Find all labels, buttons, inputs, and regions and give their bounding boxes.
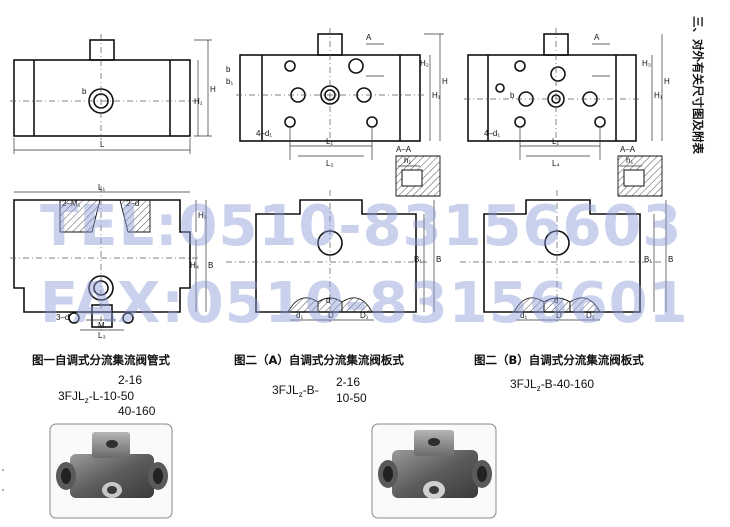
fig2-dim-D1: D₁ bbox=[360, 311, 369, 320]
fig1-top-view bbox=[10, 34, 212, 154]
svg-text:3FJLz-B-40-160: 3FJLz-B-40-160 bbox=[510, 377, 594, 393]
fig1-front-view bbox=[10, 186, 207, 331]
fig3-front-view bbox=[460, 190, 667, 322]
fig2-front-view bbox=[226, 190, 435, 322]
fig2-model-prefix: 3FJL bbox=[272, 383, 299, 397]
watermark-fax: FAX:0510-83156601 bbox=[40, 271, 689, 336]
fig2-dim-H: H bbox=[442, 77, 448, 86]
fig3-dim-H3: H₃ bbox=[642, 59, 651, 68]
fig2-size-1: 2-16 bbox=[336, 375, 360, 389]
fig3-top-view bbox=[464, 28, 663, 197]
fig3-dim-D: D bbox=[556, 311, 562, 320]
fig2-dim-H1: H₁ bbox=[432, 91, 441, 100]
fig1-dim-M: M bbox=[98, 321, 105, 330]
fig1-model-code: 3FJLz-L-10-50 bbox=[58, 389, 134, 405]
fig1-size-1: 2-16 bbox=[118, 373, 142, 387]
fig1-dim-H1: H₁ bbox=[194, 97, 203, 106]
fig2-dim-d1: d₁ bbox=[296, 311, 303, 320]
fig3-dim-b: b bbox=[510, 91, 515, 100]
fig2-dim-holes: 4–d₁ bbox=[256, 129, 272, 138]
fig1-model-sub: z bbox=[85, 396, 89, 405]
edge-mark bbox=[2, 469, 4, 471]
fig2-top-view bbox=[236, 28, 444, 197]
fig3-mark-a: A bbox=[594, 33, 600, 42]
fig2-mark-a: A bbox=[366, 33, 372, 42]
fig2-dim-h1: h₁ bbox=[404, 156, 411, 165]
fig2-section-label: A–A bbox=[396, 145, 412, 154]
fig2-model-mid: -B- bbox=[303, 383, 319, 397]
fig3-dim-d: d bbox=[554, 296, 558, 305]
fig1-dim-H2: H₂ bbox=[198, 211, 207, 220]
fig2-dim-H2: H₂ bbox=[420, 59, 429, 68]
fig2-dim-L2: L₂ bbox=[326, 159, 334, 168]
section-title-vertical: 三、对外有关尺寸图及附表 bbox=[691, 16, 705, 154]
fig3-dim-H: H bbox=[664, 77, 670, 86]
product-photo-pipe-valve bbox=[49, 423, 173, 519]
fig3-dim-holes: 4–d₁ bbox=[484, 129, 500, 138]
section-title: 三、对外有关尺寸图及附表 bbox=[691, 16, 705, 154]
fig2-dim-D: D bbox=[328, 311, 334, 320]
fig3-dim-L4: L₄ bbox=[552, 159, 560, 168]
fig2-dim-b: b bbox=[226, 65, 231, 74]
fig3-dim-B1: B₁ bbox=[644, 255, 652, 264]
fig1-dim-2d: 2–d bbox=[126, 199, 139, 208]
fig2-dim-d: d bbox=[326, 296, 330, 305]
fig3-dim-B: B bbox=[668, 255, 673, 264]
fig3-size-1: 40-160 bbox=[557, 377, 595, 391]
fig2-model-sub: z bbox=[299, 390, 303, 399]
fig1-dim-2M1: 2–M₁ bbox=[62, 199, 81, 208]
fig1-size-2: 10-50 bbox=[103, 389, 134, 403]
fig3-dim-D1: D₁ bbox=[586, 311, 595, 320]
fig1-dim-3d: 3–d bbox=[56, 313, 69, 322]
fig3-dim-H1: H₁ bbox=[654, 91, 663, 100]
fig3-model-code: 3FJLz-B-40-160 bbox=[510, 377, 594, 393]
fig1-dim-L1: L₁ bbox=[98, 183, 105, 192]
fig1-dim-L3: L₃ bbox=[98, 331, 106, 340]
fig1-dim-H: H bbox=[210, 85, 216, 94]
fig2-model-code: 3FJLz-B- bbox=[272, 383, 319, 399]
fig1-dim-b: b bbox=[82, 87, 87, 96]
product-photo-plate-valve bbox=[371, 423, 497, 519]
fig2-caption: 图二（A）自调式分流集流阀板式 bbox=[234, 353, 404, 367]
fig3-section-label: A–A bbox=[620, 145, 636, 154]
fig3-model-prefix: 3FJL bbox=[510, 377, 537, 391]
fig3-dim-d1: d₁ bbox=[520, 311, 527, 320]
fig1-size-3: 40-160 bbox=[118, 404, 156, 418]
svg-text:3FJLz-B-: 3FJLz-B- bbox=[272, 383, 319, 399]
watermark-tel: TEL:0510-83156603 bbox=[40, 194, 682, 259]
fig2-size-2: 10-50 bbox=[336, 391, 367, 405]
fig3-model-mid: -B- bbox=[541, 377, 557, 391]
fig1-model-mid: -L- bbox=[89, 389, 104, 403]
fig2-dim-L1: L₁ bbox=[326, 137, 333, 146]
edge-mark bbox=[2, 489, 4, 491]
fig3-dim-L1: L₁ bbox=[552, 137, 559, 146]
fig1-dim-L: L bbox=[100, 140, 105, 149]
fig3-model-sub: z bbox=[537, 384, 541, 393]
svg-text:3FJLz-L-10-50: 3FJLz-L-10-50 bbox=[58, 389, 134, 405]
fig1-caption: 图一自调式分流集流阀管式 bbox=[32, 353, 170, 367]
fig1-dim-B: B bbox=[208, 261, 213, 270]
fig2-dim-b1: b₁ bbox=[226, 77, 233, 86]
fig2-dim-B: B bbox=[436, 255, 441, 264]
fig1-model-prefix: 3FJL bbox=[58, 389, 85, 403]
fig3-dim-h1: h₁ bbox=[626, 156, 633, 165]
fig1-dim-H4: H₄ bbox=[190, 261, 199, 270]
fig3-caption: 图二（B）自调式分流集流阀板式 bbox=[474, 353, 644, 367]
fig2-dim-B1: B₁ bbox=[414, 255, 422, 264]
